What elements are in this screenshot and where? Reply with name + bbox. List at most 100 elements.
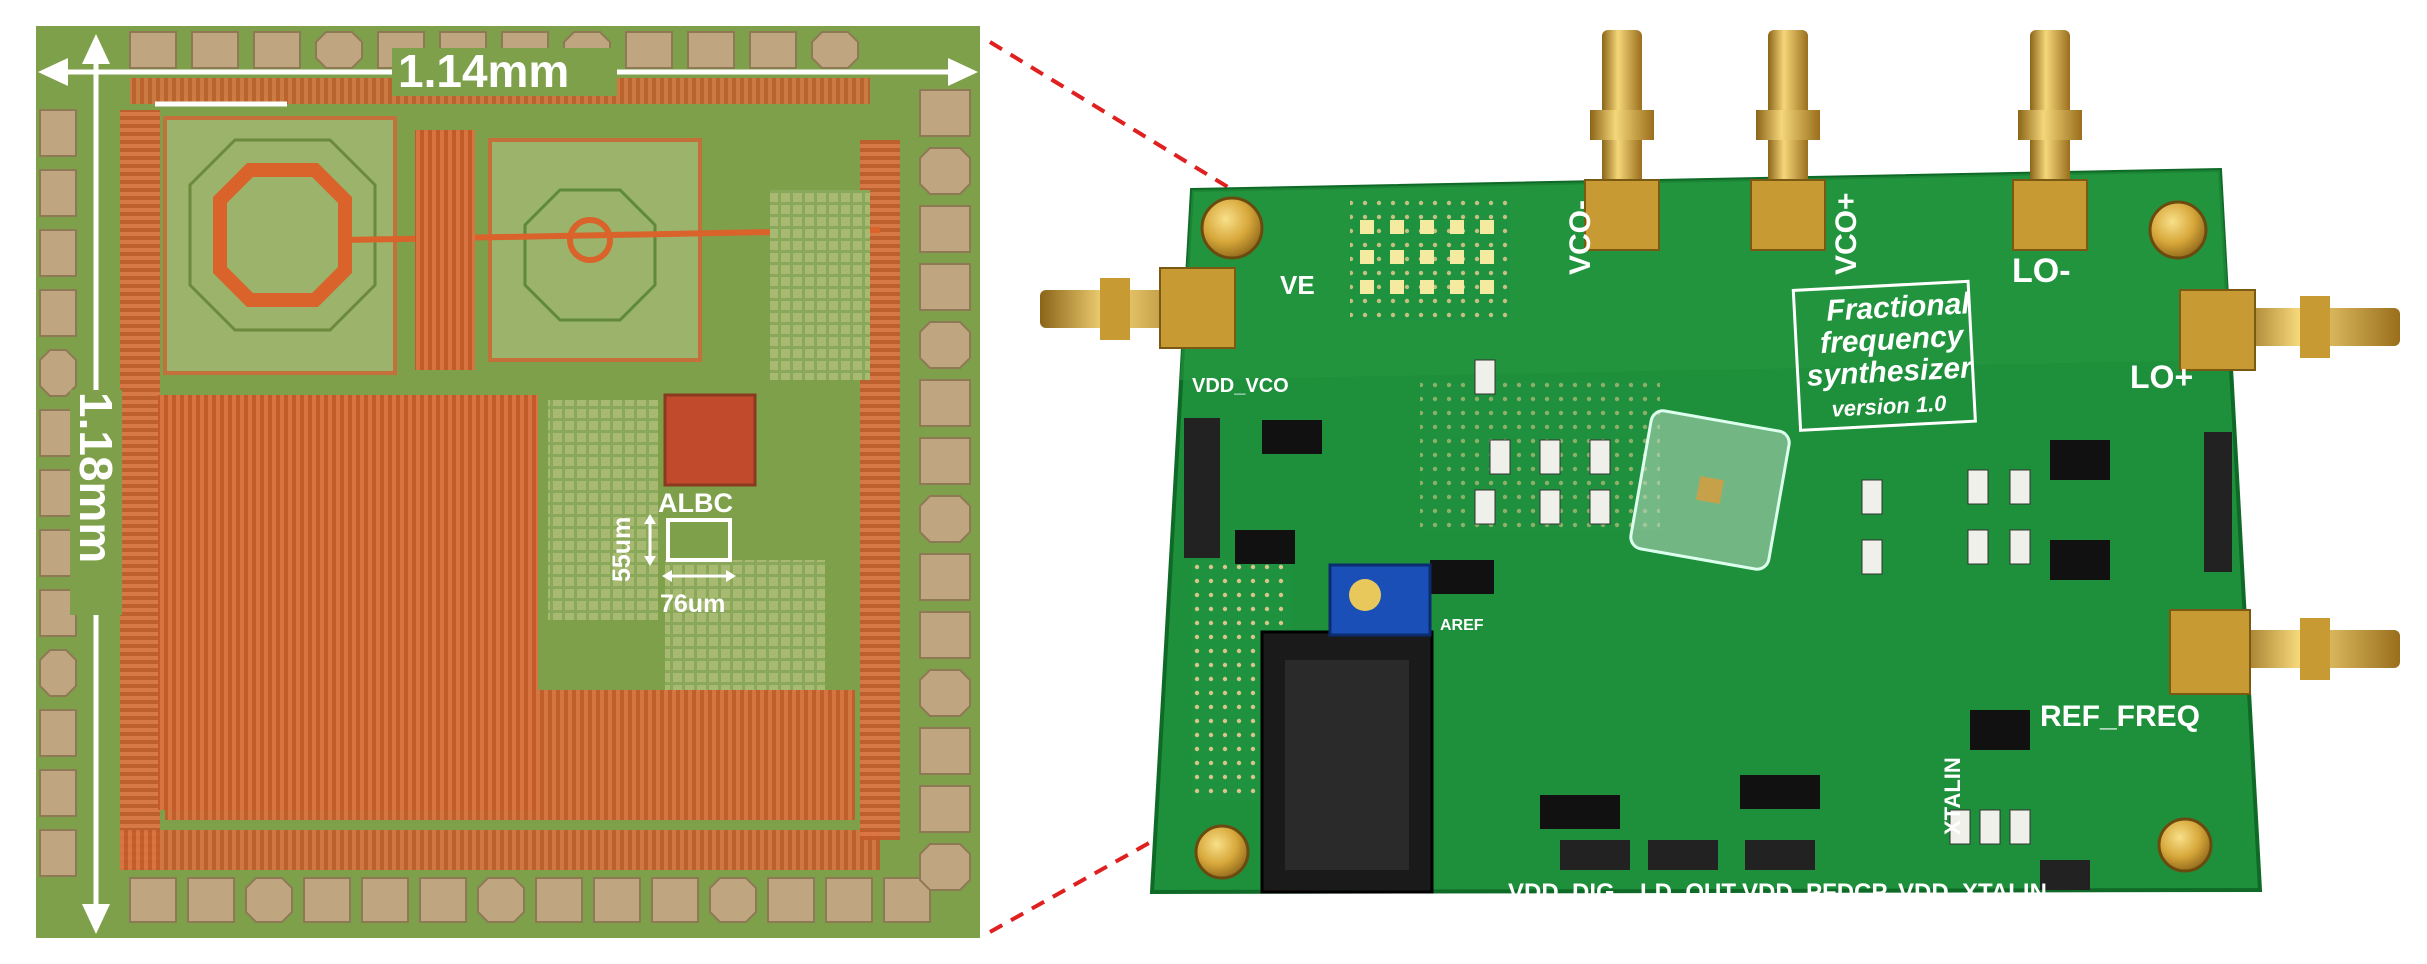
chip-die — [1696, 476, 1724, 504]
inductor-1-outer — [188, 138, 377, 332]
block-height-label: 55um — [608, 517, 636, 582]
label-gap — [70, 390, 122, 615]
pin-header-right — [2204, 432, 2232, 572]
bond-pad — [919, 495, 971, 543]
die-photo: ALBC 55um 76um 1.14mm 1.18mm — [36, 26, 980, 938]
bond-pad — [811, 31, 859, 69]
arrowhead — [644, 514, 656, 524]
label-vdd-pfdcp: VDD_PFDCP — [1742, 879, 1887, 906]
bond-pad — [39, 649, 77, 697]
arrowhead — [38, 58, 68, 86]
board-title-line-2: frequency — [1819, 320, 1965, 361]
mounting-screw-bl — [1194, 824, 1250, 880]
label-vdd-vco: VDD_VCO — [1192, 375, 1289, 397]
bond-pad — [593, 877, 641, 923]
digital-block — [770, 190, 870, 380]
bond-pad — [39, 289, 77, 337]
logic-block-3 — [665, 560, 825, 690]
bond-pad — [129, 877, 177, 923]
label-vdd-xtalin: VDD_XTALIN — [1898, 879, 2047, 906]
bond-pad — [919, 89, 971, 137]
jumper-3 — [1430, 560, 1494, 594]
bond-pad — [919, 727, 971, 775]
bond-pad — [883, 877, 931, 923]
bond-pad — [39, 829, 77, 877]
board-title-line-1: Fractional — [1826, 287, 1972, 327]
bond-pad — [919, 843, 971, 891]
bond-pad — [919, 553, 971, 601]
bond-pad — [919, 437, 971, 485]
albc-block-outline — [666, 518, 732, 562]
bond-pad — [191, 31, 239, 69]
sma-connector-lo-minus — [2012, 30, 2088, 251]
label-xtalin: XTALIN — [1940, 757, 1965, 835]
pin-header-bottom-4 — [2040, 860, 2090, 890]
bond-pad — [419, 877, 467, 923]
bond-pad — [39, 769, 77, 817]
bond-pad — [245, 877, 293, 923]
bond-pad — [919, 669, 971, 717]
bond-pad — [129, 31, 177, 69]
board-version: version 1.0 — [1831, 391, 1948, 422]
led-pad-grid — [1360, 220, 1494, 294]
bond-pad — [651, 877, 699, 923]
bond-pad — [187, 877, 235, 923]
bond-pad — [919, 611, 971, 659]
bond-pad — [39, 229, 77, 277]
bond-pad — [767, 877, 815, 923]
bond-pad — [477, 877, 525, 923]
inductor-2-core — [567, 217, 613, 263]
metal-rail-bottom — [120, 830, 880, 870]
arrowhead — [82, 904, 110, 934]
arrowhead — [726, 570, 736, 582]
label-lo-plus: LO+ — [2130, 359, 2193, 395]
label-vco-minus: VCO- — [1564, 200, 1597, 275]
sma-connector-vco-minus — [1584, 30, 1660, 251]
die-height-label: 1.18mm — [70, 392, 122, 563]
label-aref: AREF — [1440, 617, 1484, 634]
bond-pad — [919, 205, 971, 253]
bond-pad — [919, 785, 971, 833]
label-vco-plus: VCO+ — [1830, 192, 1863, 275]
mounting-screw-tr — [2148, 200, 2208, 260]
bond-pad — [39, 349, 77, 397]
bond-pad — [709, 877, 757, 923]
label-ld-out: LD_OUT — [1640, 879, 1736, 906]
board-title: Fractional frequency synthesizer version… — [1791, 279, 1977, 432]
bond-pad — [749, 31, 797, 69]
jumper-2 — [1740, 775, 1820, 809]
varactor-bank — [415, 130, 475, 370]
bond-pad — [919, 147, 971, 195]
logic-block-2 — [663, 393, 757, 487]
bond-pad — [253, 31, 301, 69]
bond-pad — [39, 169, 77, 217]
bond-pad — [825, 877, 873, 923]
inductor-area-1 — [163, 116, 397, 375]
inductors — [1235, 420, 2110, 750]
inductor-1 — [213, 163, 352, 307]
bond-pad — [919, 263, 971, 311]
jumper-1 — [1540, 795, 1620, 829]
bond-pad — [625, 31, 673, 69]
bond-pad — [687, 31, 735, 69]
metal-rail-left — [120, 110, 160, 870]
sma-connector-ref-freq — [2169, 609, 2400, 695]
mounting-screw-br — [2157, 817, 2213, 873]
sma-connector-left — [1040, 267, 1236, 349]
label-ref-freq: REF_FREQ — [2040, 700, 2200, 733]
mounting-screw-tl — [1200, 196, 1264, 260]
label-gap — [392, 48, 617, 96]
title-frame — [1791, 279, 1977, 432]
bond-pad — [361, 877, 409, 923]
label-ve: VE — [1280, 270, 1315, 300]
pin-header-left — [1184, 418, 1220, 558]
inductor-area-2 — [488, 138, 702, 362]
sma-connector-vco-plus — [1750, 30, 1826, 251]
sma-connector-lo-plus — [2179, 289, 2400, 371]
die-width-label: 1.14mm — [398, 45, 569, 97]
bond-pad — [39, 709, 77, 757]
arrowhead — [644, 556, 656, 566]
bond-pad — [39, 109, 77, 157]
bond-pad — [919, 379, 971, 427]
